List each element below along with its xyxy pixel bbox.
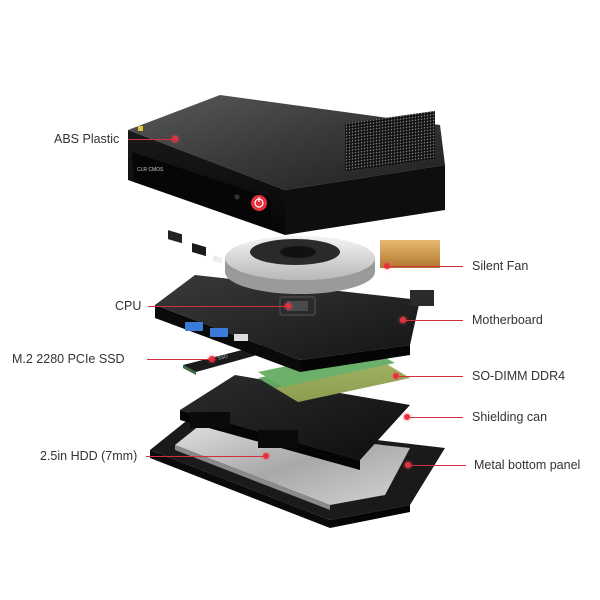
leader-line xyxy=(385,266,463,267)
label-ram: SO-DIMM DDR4 xyxy=(472,369,566,383)
leader-line xyxy=(410,465,466,466)
usb-port xyxy=(210,328,228,337)
leader-line xyxy=(396,376,463,377)
marker-dot xyxy=(404,414,410,420)
silent-fan xyxy=(225,236,440,294)
marker-dot xyxy=(405,462,411,468)
svg-text:CLR CMOS: CLR CMOS xyxy=(137,167,164,173)
marker-dot xyxy=(400,317,406,323)
leader-line xyxy=(403,320,463,321)
label-bottom-panel: Metal bottom panel xyxy=(474,458,581,472)
vent-grille xyxy=(345,110,435,172)
label-shielding-can: Shielding can xyxy=(472,410,548,424)
label-motherboard: Motherboard xyxy=(472,313,543,327)
marker-dot xyxy=(172,136,178,142)
marker-dot xyxy=(393,373,399,379)
power-button xyxy=(251,195,267,211)
leader-line xyxy=(146,456,266,457)
label-ssd: M.2 2280 PCIe SSD xyxy=(12,352,125,366)
marker-dot xyxy=(209,356,215,362)
label-silent-fan: Silent Fan xyxy=(472,259,529,273)
leader-line xyxy=(128,139,174,140)
label-cpu: CPU xyxy=(115,299,142,313)
marker-dot xyxy=(285,303,291,309)
marker-dot xyxy=(384,263,390,269)
svg-text:SSD: SSD xyxy=(217,354,229,362)
leader-line xyxy=(408,417,463,418)
label-hdd: 2.5in HDD (7mm) xyxy=(40,449,138,463)
usb-port xyxy=(185,322,203,331)
leader-line xyxy=(147,359,211,360)
marker-dot xyxy=(263,453,269,459)
motherboard xyxy=(155,275,434,372)
shielding-can xyxy=(180,375,410,470)
label-abs-plastic: ABS Plastic xyxy=(54,132,120,146)
abs-plastic-case: CLR CMOS xyxy=(128,95,445,264)
heatpipe xyxy=(380,240,440,268)
leader-line xyxy=(148,306,288,307)
